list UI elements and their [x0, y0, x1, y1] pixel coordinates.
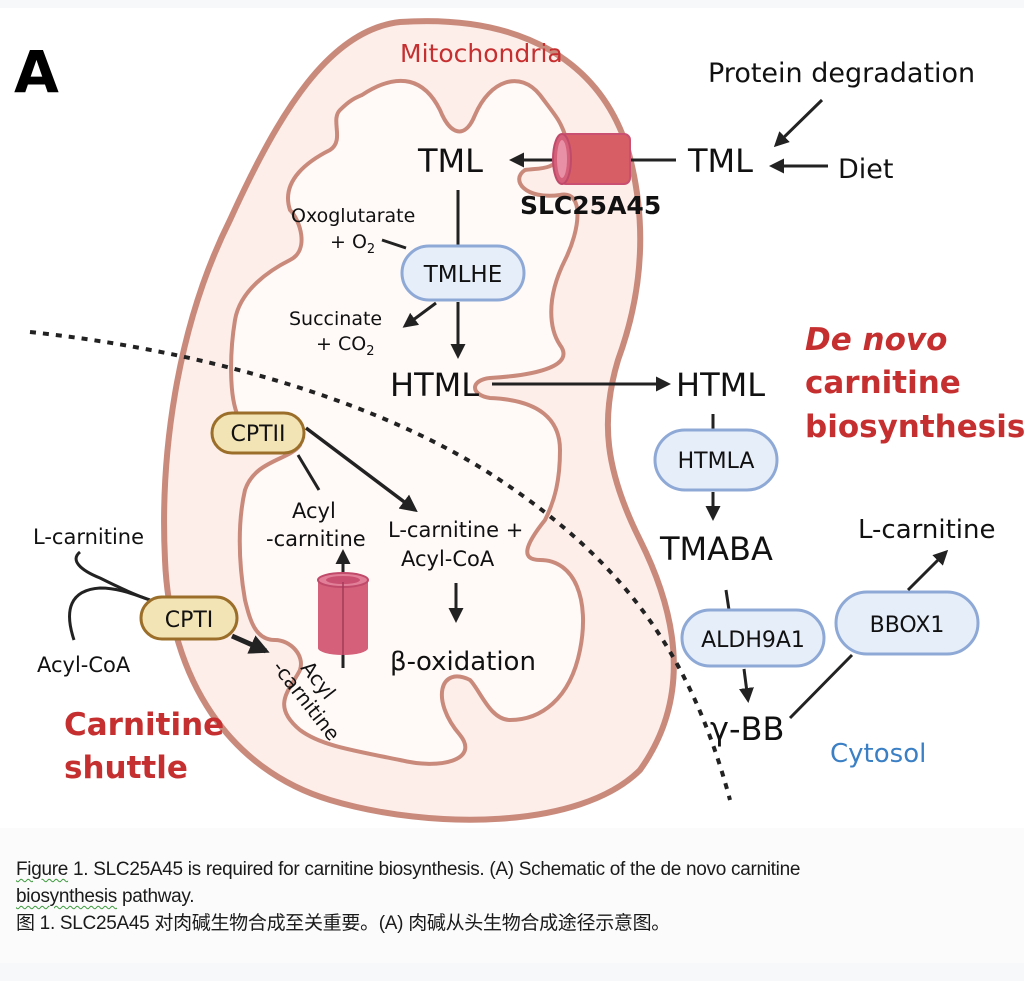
de-novo-title-line1: De novo	[805, 322, 947, 358]
line-o2-to-tmlhe	[381, 238, 407, 250]
caption-en-line1: Figure 1. SLC25A45 is required for carni…	[16, 856, 1016, 883]
pathway-figure: A Mitochondria Cytosol De novo carnitine…	[0, 8, 1024, 828]
slc25a45-transporter-icon	[552, 133, 631, 185]
acyl-coa-input-label: Acyl-CoA	[37, 653, 131, 677]
plus-o2-label: + O2	[330, 231, 375, 257]
protein-degradation-label: Protein degradation	[708, 58, 975, 89]
slc25a45-label: SLC25A45	[520, 191, 661, 220]
tmlhe-label: TMLHE	[423, 262, 503, 288]
line-gbb-to-bbox1	[788, 653, 854, 720]
carnitine-acylcarnitine-translocase-icon	[317, 572, 369, 655]
de-novo-title-line3: biosynthesis	[805, 409, 1024, 445]
arrow-protein-to-tml	[773, 98, 824, 148]
tmlhe-enzyme: TMLHE	[400, 244, 526, 302]
aldh9a1-label: ALDH9A1	[701, 628, 805, 653]
bbox1-label: BBOX1	[870, 613, 945, 638]
htmla-label: HTMLA	[678, 449, 755, 474]
line-lcarnitine-to-cpt1	[74, 550, 151, 602]
l-carnitine-input-label: L-carnitine	[33, 525, 144, 549]
plus-co2-label: + CO2	[316, 333, 374, 359]
tml-mito-label: TML	[417, 142, 483, 180]
shuttle-title-line1: Carnitine	[64, 707, 224, 743]
figure-caption: Figure 1. SLC25A45 is required for carni…	[16, 856, 1016, 937]
cpt1-label: CPTI	[165, 608, 214, 633]
arrow-aldh9a1-to-gbb	[739, 668, 754, 703]
bottom-margin	[0, 963, 1024, 981]
lcarnitine-acylcoa-line1: L-carnitine +	[388, 518, 523, 542]
htmla-enzyme: HTMLA	[653, 428, 779, 492]
arrow-cpt2-to-products	[304, 426, 418, 513]
cpt1-enzyme: CPTI	[139, 595, 239, 641]
panel-label: A	[14, 38, 59, 106]
shuttle-title-line2: shuttle	[64, 750, 188, 786]
gamma-bb-label: γ-BB	[710, 710, 784, 748]
aldh9a1-enzyme: ALDH9A1	[680, 608, 826, 668]
top-margin	[0, 0, 1024, 8]
beta-oxidation-label: β-oxidation	[390, 647, 536, 677]
acylcarnitine-matrix-line1: Acyl	[292, 499, 336, 523]
arrow-bbox1-to-lcarnitine	[906, 549, 949, 592]
tml-cytosol-label: TML	[687, 142, 753, 180]
succinate-label: Succinate	[289, 308, 382, 330]
line-tmaba-to-aldh9a1	[724, 589, 731, 611]
caption-en-line2: biosynthesis pathway.	[16, 883, 1016, 910]
caption-en-line2-text: pathway.	[116, 886, 195, 907]
l-carnitine-product-label: L-carnitine	[858, 515, 995, 545]
line-acylcoa-to-cpt1	[68, 586, 151, 641]
mitochondria-label: Mitochondria	[400, 39, 563, 68]
html-mito-label: HTML	[390, 366, 479, 404]
pathway-diagram: A Mitochondria Cytosol De novo carnitine…	[14, 18, 1024, 823]
acylcarnitine-matrix-line2: -carnitine	[266, 527, 366, 551]
caption-en-line1-text: 1. SLC25A45 is required for carnitine bi…	[68, 859, 801, 880]
caption-zh-line: 图 1. SLC25A45 对肉碱生物合成至关重要。(A) 肉碱从头生物合成途径…	[16, 913, 670, 934]
arrow-cpt1-to-acylcarnitine	[230, 633, 270, 654]
line-acylcarnitine-to-cpt2	[296, 454, 321, 491]
cpt2-enzyme: CPTII	[210, 411, 306, 455]
cpt2-label: CPTII	[230, 422, 285, 447]
caption-area	[0, 828, 1024, 963]
lcarnitine-acylcoa-line2: Acyl-CoA	[401, 547, 495, 571]
diet-label: Diet	[838, 154, 894, 185]
html-cytosol-label: HTML	[676, 366, 765, 404]
de-novo-title-line2: carnitine	[805, 365, 961, 401]
bbox1-enzyme: BBOX1	[834, 590, 980, 656]
compartment-boundary-dotted-line	[29, 330, 732, 801]
arrow-tmlhe-to-succinate	[402, 301, 437, 328]
oxoglutarate-label: Oxoglutarate	[291, 205, 415, 227]
caption-word-figure: Figure	[16, 859, 69, 880]
caption-word-biosynthesis: biosynthesis	[16, 886, 117, 907]
cytosol-label: Cytosol	[830, 739, 926, 769]
tmaba-label: TMABA	[659, 530, 773, 568]
